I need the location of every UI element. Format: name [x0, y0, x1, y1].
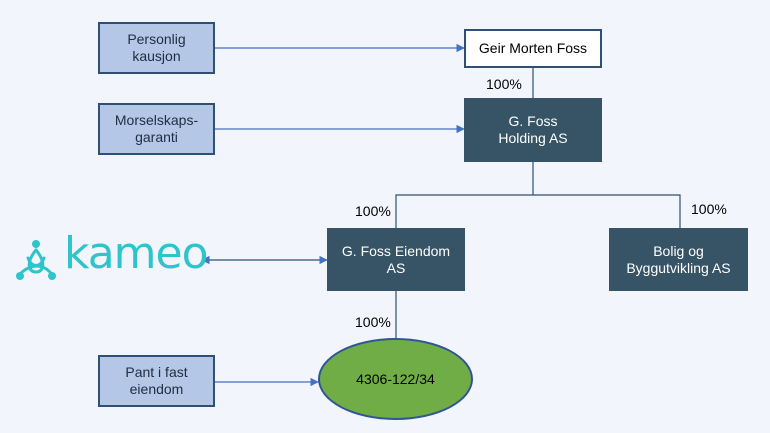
node-label: G. Foss Holding AS	[498, 113, 568, 146]
node-geir-morten-foss: Geir Morten Foss	[464, 29, 602, 68]
kameo-logo-text: kameo	[64, 228, 209, 279]
node-label: Personlig kausjon	[127, 31, 186, 64]
node-pant-i-fast-eiendom: Pant i fast eiendom	[98, 355, 215, 407]
kameo-logo-icon	[16, 240, 56, 280]
node-label: Pant i fast eiendom	[125, 364, 188, 397]
node-label: G. Foss Eiendom AS	[341, 242, 451, 276]
ownership-eiendom-property: 100%	[355, 314, 391, 330]
node-label: Morselskaps-garanti	[114, 112, 199, 145]
ownership-holding-eiendom: 100%	[355, 203, 391, 219]
node-label: Geir Morten Foss	[478, 40, 588, 56]
ownership-holding-bolig: 100%	[691, 201, 727, 217]
node-morselskapsgaranti: Morselskaps-garanti	[98, 103, 215, 155]
line-holding-branches	[395, 194, 681, 228]
node-property-4306: 4306-122/34	[318, 338, 473, 420]
node-g-foss-eiendom: G. Foss Eiendom AS	[327, 228, 465, 291]
node-g-foss-holding: G. Foss Holding AS	[464, 98, 602, 162]
ownership-geir-holding: 100%	[486, 76, 522, 92]
node-bolig-og-byggutvikling: Bolig og Byggutvikling AS	[609, 228, 748, 291]
kameo-logo: kameo	[14, 228, 209, 282]
node-label: 4306-122/34	[356, 371, 435, 387]
node-label: Bolig og Byggutvikling AS	[626, 242, 731, 276]
node-personlig-kausjon: Personlig kausjon	[98, 22, 215, 74]
